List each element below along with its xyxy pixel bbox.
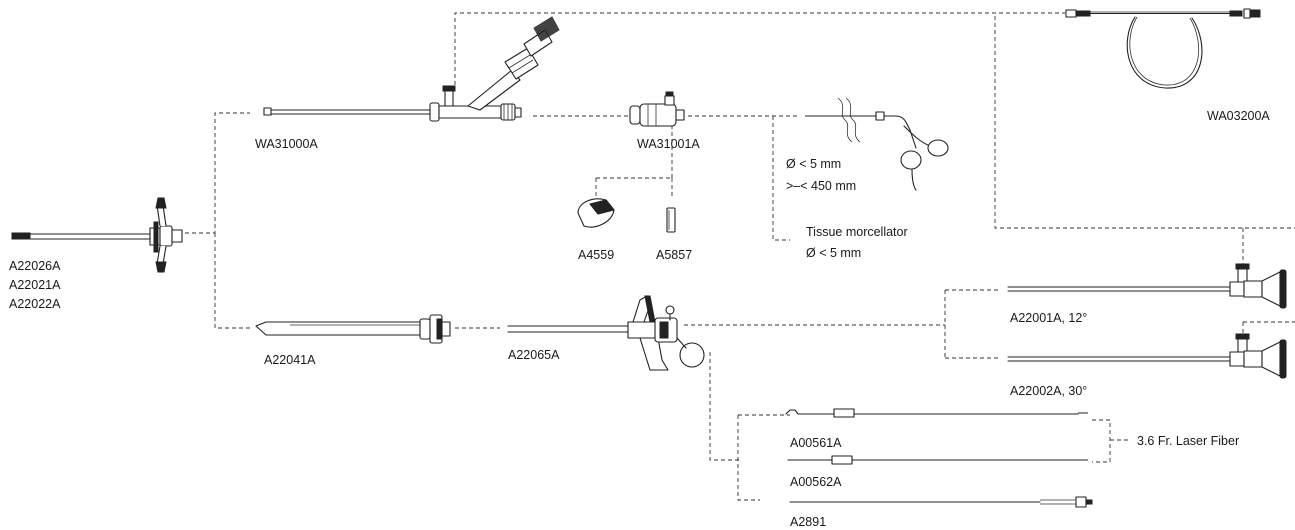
label-grasper-diameter: Ø < 5 mm xyxy=(786,157,841,171)
label-a5857: A5857 xyxy=(656,248,692,262)
working-element-icon xyxy=(507,295,705,371)
telescope-12-icon xyxy=(1007,263,1287,309)
light-cable-icon xyxy=(1065,8,1261,89)
telescope-30-icon xyxy=(1007,333,1287,379)
grasping-forceps-icon xyxy=(805,97,949,191)
label-a22002a: A22002A, 30° xyxy=(1010,384,1087,398)
outer-sheath-icon xyxy=(11,197,183,273)
label-wa03200a: WA03200A xyxy=(1207,109,1270,123)
label-wa31000a: WA31000A xyxy=(255,137,318,151)
label-a4559: A4559 xyxy=(578,248,614,262)
connector-lines xyxy=(185,12,1295,501)
label-a22001a: A22001A, 12° xyxy=(1010,311,1087,325)
label-a22021a: A22021A xyxy=(9,278,61,292)
label-a00561a: A00561A xyxy=(790,436,842,450)
label-a22065a: A22065A xyxy=(508,348,560,362)
label-morcellator-name: Tissue morcellator xyxy=(806,225,908,239)
label-wa31001a: WA31001A xyxy=(637,137,700,151)
laser-fiber-icon xyxy=(785,408,1088,465)
seal-icon xyxy=(666,207,676,233)
label-a22022a: A22022A xyxy=(9,297,61,311)
label-morcellator-diameter: Ø < 5 mm xyxy=(806,246,861,260)
instrument-icon xyxy=(789,496,1093,508)
label-a00562a: A00562A xyxy=(790,475,842,489)
label-a2891: A2891 xyxy=(790,515,826,529)
label-a22026a: A22026A xyxy=(9,259,61,273)
label-grasper-length: >–< 450 mm xyxy=(786,179,856,193)
label-laser-fiber: 3.6 Fr. Laser Fiber xyxy=(1137,434,1239,448)
adapter-icon xyxy=(629,91,685,127)
obturator-icon xyxy=(255,314,451,344)
labels: WA03200A WA31000A WA31001A Ø < 5 mm >–< … xyxy=(9,109,1270,529)
seal-cap-icon xyxy=(577,198,615,228)
label-a22041a: A22041A xyxy=(264,353,316,367)
operating-sheath-icon xyxy=(263,16,560,122)
